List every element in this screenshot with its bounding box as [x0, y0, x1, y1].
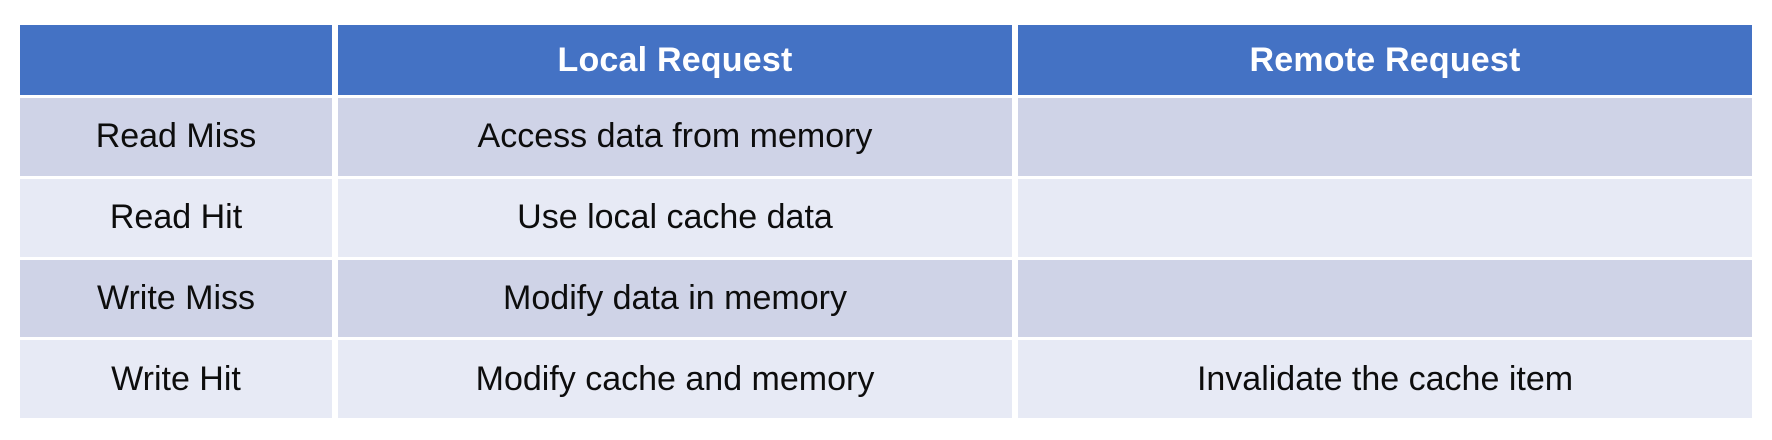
cell-case: Read Hit	[20, 178, 332, 257]
cell-remote-request	[1018, 259, 1752, 338]
cell-remote-request	[1018, 178, 1752, 257]
header-cell-local-request: Local Request	[338, 25, 1012, 95]
cell-case: Write Hit	[20, 340, 332, 418]
table: Local Request Remote Request Read Miss A…	[20, 25, 1752, 418]
cell-local-request: Use local cache data	[338, 178, 1012, 257]
cell-case: Read Miss	[20, 98, 332, 176]
header-cell-remote-request: Remote Request	[1018, 25, 1752, 95]
cell-local-request: Modify data in memory	[338, 259, 1012, 338]
table-row: Write Hit Modify cache and memory Invali…	[20, 340, 1752, 418]
cell-local-request: Access data from memory	[338, 98, 1012, 176]
table-header-row: Local Request Remote Request	[20, 25, 1752, 95]
table-row: Read Miss Access data from memory	[20, 98, 1752, 176]
table-row: Write Miss Modify data in memory	[20, 259, 1752, 338]
cache-coherence-table: Local Request Remote Request Read Miss A…	[20, 25, 1752, 418]
cell-case: Write Miss	[20, 259, 332, 338]
cell-remote-request: Invalidate the cache item	[1018, 340, 1752, 418]
header-cell-case	[20, 25, 332, 95]
cell-local-request: Modify cache and memory	[338, 340, 1012, 418]
table-row: Read Hit Use local cache data	[20, 178, 1752, 257]
cell-remote-request	[1018, 98, 1752, 176]
